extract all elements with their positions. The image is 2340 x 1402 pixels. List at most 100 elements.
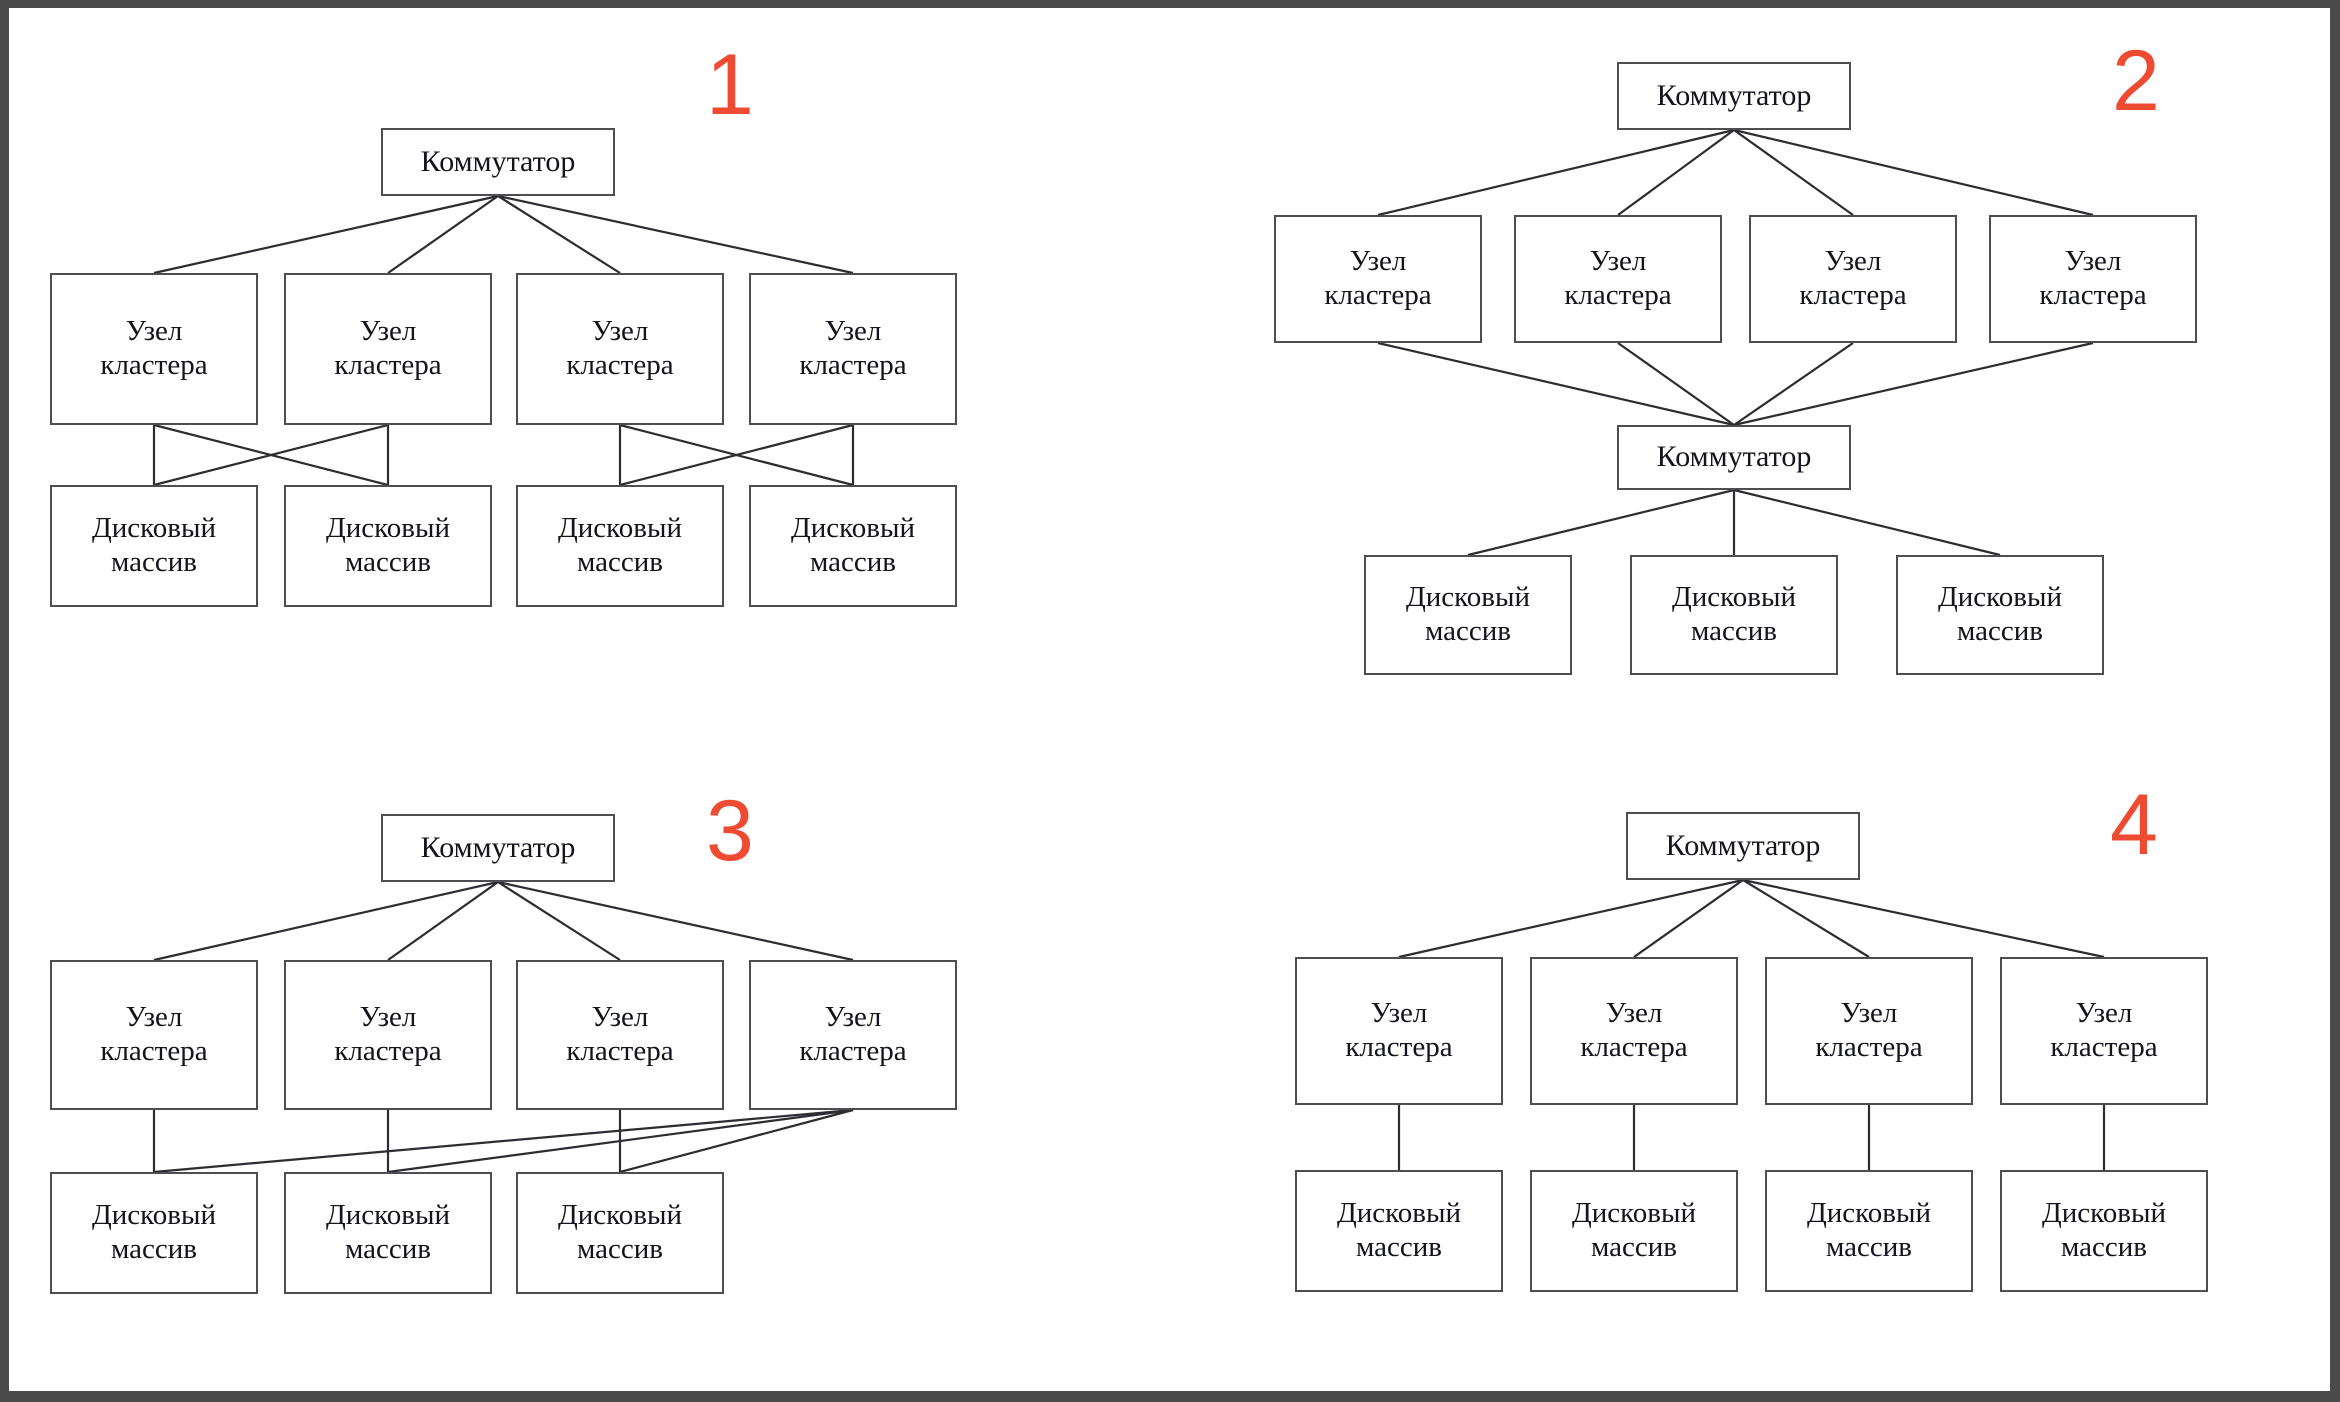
diagram-2-disk-array-1[interactable]: Дисковый массив (1364, 555, 1572, 675)
diagram-1-disk-array-3[interactable]: Дисковый массив (516, 485, 724, 607)
node-label-line1: Узел (359, 1001, 417, 1034)
node-label-line1: Узел (359, 315, 417, 348)
diagram-2-connections (1377, 128, 2094, 557)
page-edge-right (2330, 0, 2340, 1402)
node-label-line1: Узел (1589, 245, 1647, 278)
diagram-2-cluster-node-4[interactable]: Узел кластера (1989, 215, 2197, 343)
diagram-3-cluster-node-2[interactable]: Узел кластера (284, 960, 492, 1110)
array-label-line1: Дисковый (1672, 581, 1796, 614)
node-label-line2: кластера (1815, 1031, 1923, 1063)
array-label-line1: Дисковый (558, 512, 682, 545)
node-label-line2: кластера (566, 1035, 674, 1067)
diagram-2-disk-array-3[interactable]: Дисковый массив (1896, 555, 2104, 675)
diagram-2-switch-bottom[interactable]: Коммутатор (1617, 425, 1851, 490)
diagram-1-cluster-node-1[interactable]: Узел кластера (50, 273, 258, 425)
node-label-line2: кластера (799, 1035, 907, 1067)
diagram-1-switch[interactable]: Коммутатор (381, 128, 615, 196)
switch-label: Коммутатор (420, 830, 576, 864)
diagram-2: 2 Коммутатор Узел кластера Узел кл (1265, 0, 2340, 720)
array-label-line2: массив (1826, 1231, 1912, 1263)
node-label-line2: кластера (566, 349, 674, 381)
node-label-line1: Узел (1824, 245, 1882, 278)
node-label-line1: Узел (824, 315, 882, 348)
node-label-line2: кластера (334, 1035, 442, 1067)
diagram-3-cluster-node-3[interactable]: Узел кластера (516, 960, 724, 1110)
array-label-line2: массив (1957, 615, 2043, 647)
diagram-3: 3 Коммутатор Узел кластера Узел кластера (0, 760, 1060, 1400)
diagram-1-cluster-node-4[interactable]: Узел кластера (749, 273, 957, 425)
switch-label: Коммутатор (1656, 78, 1812, 112)
diagram-1-disk-array-2[interactable]: Дисковый массив (284, 485, 492, 607)
array-label-line2: массив (577, 546, 663, 578)
array-label-line1: Дисковый (326, 512, 450, 545)
diagram-4-disk-array-2[interactable]: Дисковый массив (1530, 1170, 1738, 1292)
diagram-3-disk-array-3[interactable]: Дисковый массив (516, 1172, 724, 1294)
node-label-line1: Узел (1605, 997, 1663, 1030)
array-label-line2: массив (577, 1233, 663, 1265)
diagram-3-disk-array-1[interactable]: Дисковый массив (50, 1172, 258, 1294)
node-label-line2: кластера (100, 1035, 208, 1067)
node-label-line2: кластера (1799, 279, 1907, 311)
diagram-4-disk-array-3[interactable]: Дисковый массив (1765, 1170, 1973, 1292)
node-label-line2: кластера (799, 349, 907, 381)
diagram-4-cluster-node-1[interactable]: Узел кластера (1295, 957, 1503, 1105)
array-label-line1: Дисковый (326, 1199, 450, 1232)
diagram-4-cluster-node-3[interactable]: Узел кластера (1765, 957, 1973, 1105)
diagram-2-cluster-node-1[interactable]: Узел кластера (1274, 215, 1482, 343)
diagram-3-cluster-node-1[interactable]: Узел кластера (50, 960, 258, 1110)
diagram-2-cluster-node-2[interactable]: Узел кластера (1514, 215, 1722, 343)
array-label-line2: массив (1691, 615, 1777, 647)
array-label-line1: Дисковый (1337, 1197, 1461, 1230)
diagram-3-number: 3 (706, 783, 754, 879)
diagram-4-switch[interactable]: Коммутатор (1626, 812, 1860, 880)
switch-label: Коммутатор (420, 144, 576, 178)
node-label-line1: Узел (125, 315, 183, 348)
node-label-line2: кластера (100, 349, 208, 381)
array-label-line1: Дисковый (1938, 581, 2062, 614)
array-label-line2: массив (810, 546, 896, 578)
node-label-line1: Узел (2075, 997, 2133, 1030)
array-label-line1: Дисковый (1807, 1197, 1931, 1230)
array-label-line1: Дисковый (1406, 581, 1530, 614)
array-label-line1: Дисковый (92, 1199, 216, 1232)
node-label-line1: Узел (1370, 997, 1428, 1030)
diagram-1-number: 1 (706, 37, 754, 133)
array-label-line2: массив (111, 546, 197, 578)
diagram-1-disk-array-4[interactable]: Дисковый массив (749, 485, 957, 607)
array-label-line1: Дисковый (92, 512, 216, 545)
diagram-3-switch[interactable]: Коммутатор (381, 814, 615, 882)
diagram-4-cluster-node-2[interactable]: Узел кластера (1530, 957, 1738, 1105)
diagram-3-disk-array-2[interactable]: Дисковый массив (284, 1172, 492, 1294)
node-label-line2: кластера (1345, 1031, 1453, 1063)
diagram-4-cluster-node-4[interactable]: Узел кластера (2000, 957, 2208, 1105)
diagram-4-connections (1397, 878, 2106, 1170)
node-label-line1: Узел (591, 315, 649, 348)
diagram-2-cluster-node-3[interactable]: Узел кластера (1749, 215, 1957, 343)
array-label-line1: Дисковый (2042, 1197, 2166, 1230)
array-label-line1: Дисковый (791, 512, 915, 545)
page-edge-top (0, 0, 2340, 8)
node-label-line2: кластера (334, 349, 442, 381)
array-label-line2: массив (2061, 1231, 2147, 1263)
array-label-line2: массив (345, 1233, 431, 1265)
diagram-4-number: 4 (2110, 777, 2158, 873)
diagram-4-disk-array-1[interactable]: Дисковый массив (1295, 1170, 1503, 1292)
diagram-2-number: 2 (2112, 33, 2160, 129)
diagram-2-switch-top[interactable]: Коммутатор (1617, 62, 1851, 130)
node-label-line2: кластера (1324, 279, 1432, 311)
node-label-line2: кластера (2050, 1031, 2158, 1063)
node-label-line1: Узел (1840, 997, 1898, 1030)
array-label-line1: Дисковый (558, 1199, 682, 1232)
diagram-2-disk-array-2[interactable]: Дисковый массив (1630, 555, 1838, 675)
array-label-line2: массив (1591, 1231, 1677, 1263)
node-label-line1: Узел (1349, 245, 1407, 278)
switch-label: Коммутатор (1656, 440, 1812, 474)
diagram-1-cluster-node-3[interactable]: Узел кластера (516, 273, 724, 425)
diagram-1-cluster-node-2[interactable]: Узел кластера (284, 273, 492, 425)
diagram-1-disk-array-1[interactable]: Дисковый массив (50, 485, 258, 607)
node-label-line1: Узел (125, 1001, 183, 1034)
array-label-line2: массив (111, 1233, 197, 1265)
node-label-line2: кластера (1580, 1031, 1688, 1063)
diagram-4-disk-array-4[interactable]: Дисковый массив (2000, 1170, 2208, 1292)
diagram-3-cluster-node-4[interactable]: Узел кластера (749, 960, 957, 1110)
